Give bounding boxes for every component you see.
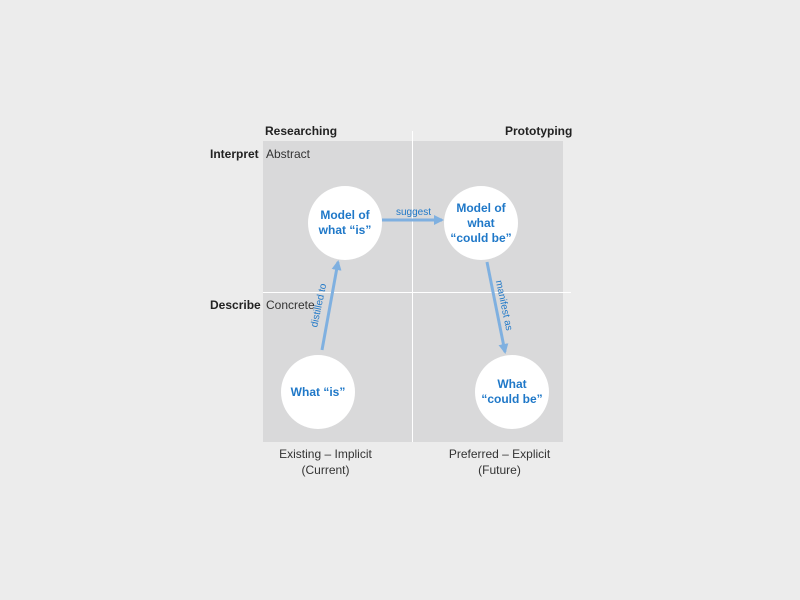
bottom-label-preferred-line1: Preferred – Explicit: [448, 447, 551, 461]
vertical-axis: [412, 131, 413, 442]
quadrant-label-concrete: Concrete: [266, 298, 315, 312]
node-what-could-be: What “could be”: [475, 355, 549, 429]
node-what-is: What “is”: [281, 355, 355, 429]
edge-label-suggest: suggest: [396, 207, 432, 218]
horizontal-axis: [263, 292, 571, 293]
row-label-interpret: Interpret: [210, 147, 259, 161]
row-label-describe: Describe: [210, 298, 261, 312]
bottom-label-preferred: Preferred – Explicit (Future): [437, 446, 562, 478]
arrow-manifest-as: [485, 261, 509, 354]
node-model-of-what-could-be: Model of what “could be”: [444, 186, 518, 260]
bottom-label-existing-line1: Existing – Implicit: [279, 447, 372, 461]
bottom-label-existing-line2: (Current): [301, 463, 350, 477]
arrow-distilled-to: [320, 260, 342, 351]
bottom-label-preferred-line2: (Future): [478, 463, 521, 477]
node-model-of-what-is: Model of what “is”: [308, 186, 382, 260]
bottom-label-existing: Existing – Implicit (Current): [263, 446, 388, 478]
quadrant-label-abstract: Abstract: [266, 147, 311, 161]
column-header-researching: Researching: [265, 124, 338, 138]
column-header-prototyping: Prototyping: [505, 124, 573, 138]
